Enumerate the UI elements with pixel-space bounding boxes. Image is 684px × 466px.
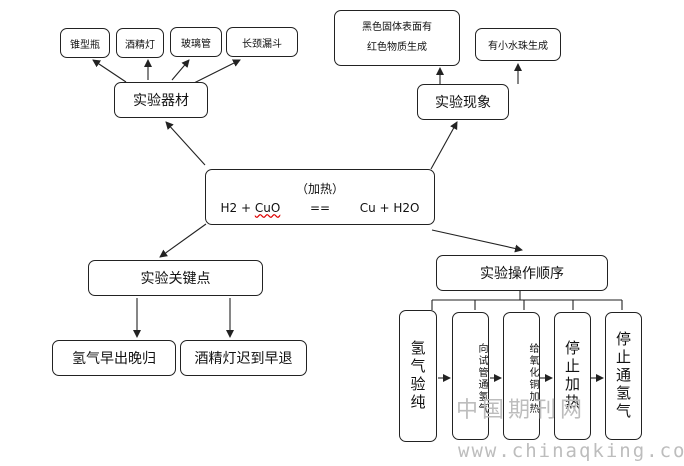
reaction-reactant-cuo: CuO (254, 200, 281, 215)
arrow-to-item-3 (171, 59, 190, 81)
reaction-reactant-h2: H2 + (220, 200, 255, 215)
procedure-step-3: 给氧化铜加热 (503, 312, 540, 440)
phenomenon-2: 有小水珠生成 (475, 28, 561, 61)
procedure-title: 实验操作顺序 (436, 255, 608, 291)
procedure-step-5: 停止通氢气 (605, 312, 642, 440)
equipment-item-3: 玻璃管 (170, 27, 222, 57)
reaction-box: （加热） H2 + CuO == Cu + H2O (205, 169, 435, 225)
reaction-arrow: == (309, 200, 331, 215)
arrow-to-item-1 (92, 59, 127, 83)
arrow-to-key-points (159, 223, 207, 258)
procedure-step-4: 停止加热 (554, 312, 591, 440)
arrow-to-phenomena (430, 121, 458, 170)
key-point-2: 酒精灯迟到早退 (180, 340, 307, 376)
equipment-item-1: 锥型瓶 (60, 28, 110, 58)
equipment-title: 实验器材 (114, 82, 208, 118)
reaction-equation: H2 + CuO == Cu + H2O (221, 201, 420, 215)
equipment-item-2: 酒精灯 (116, 28, 164, 58)
equipment-item-4: 长颈漏斗 (226, 27, 298, 57)
arrow-to-equipment (165, 121, 206, 166)
phenomena-title: 实验现象 (417, 84, 509, 120)
phenomenon-1: 黑色固体表面有 红色物质生成 (334, 10, 460, 66)
arrow-to-item-4 (191, 59, 241, 85)
watermark-cn: 中国期刊网 (456, 398, 587, 423)
key-point-1: 氢气早出晚归 (52, 340, 176, 376)
reaction-products: Cu + H2O (359, 200, 420, 215)
procedure-step-1: 氢气验纯 (399, 310, 437, 442)
procedure-step-2: 向试管通氢气 (452, 312, 489, 440)
arrow-to-procedure (431, 229, 523, 253)
watermark-url: www.chinaqking.com (458, 440, 684, 462)
reaction-condition: （加热） (295, 181, 344, 196)
key-points-title: 实验关键点 (88, 260, 263, 296)
